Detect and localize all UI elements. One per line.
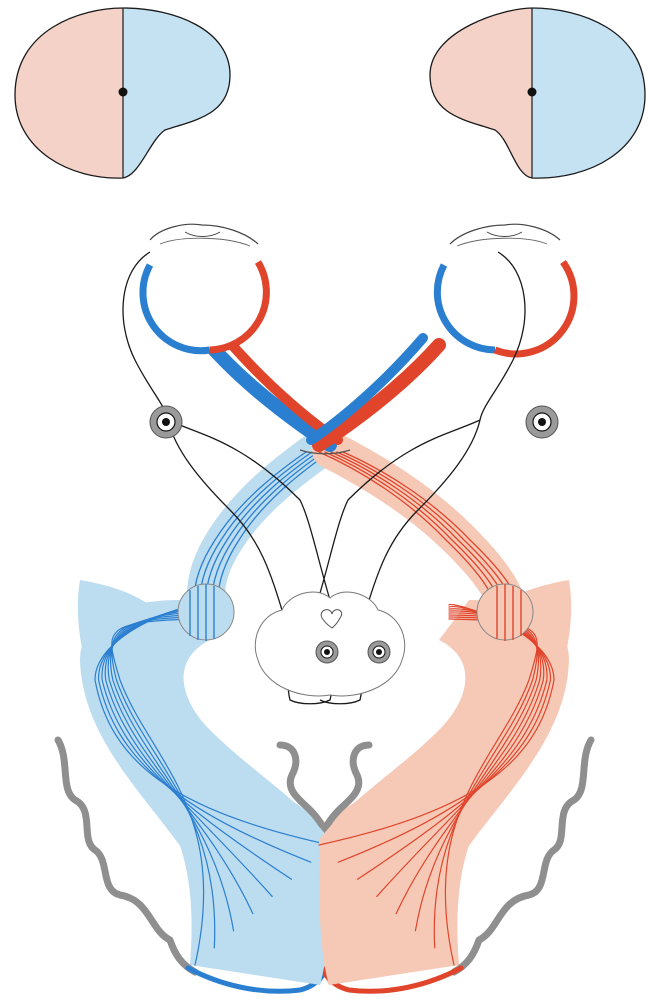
right-tract-band xyxy=(331,450,505,600)
right-field-temporal-half xyxy=(532,8,645,178)
right-ciliary-ganglion-icon xyxy=(526,406,558,438)
right-optic-tract xyxy=(319,450,517,600)
right-eyeball-icon xyxy=(437,224,574,354)
right-field-nasal-half xyxy=(430,8,532,178)
left-edinger-westphal-nucleus xyxy=(316,641,338,663)
midbrain-section-icon xyxy=(255,592,404,696)
left-visual-field-icon xyxy=(15,8,230,178)
optic-chiasm-icon xyxy=(210,338,439,454)
left-field-temporal-half xyxy=(15,8,123,178)
right-visual-field-icon xyxy=(430,8,645,178)
right-lateral-geniculate-icon xyxy=(477,584,533,641)
left-tract-band xyxy=(206,450,318,600)
left-fixation-point xyxy=(119,88,128,97)
left-lateral-geniculate-icon xyxy=(178,584,234,641)
left-ciliary-ganglion-icon xyxy=(150,406,182,438)
left-field-nasal-half xyxy=(123,8,230,178)
left-eyeball-icon xyxy=(143,224,266,350)
right-fixation-point xyxy=(528,88,537,97)
right-edinger-westphal-nucleus xyxy=(368,641,390,663)
